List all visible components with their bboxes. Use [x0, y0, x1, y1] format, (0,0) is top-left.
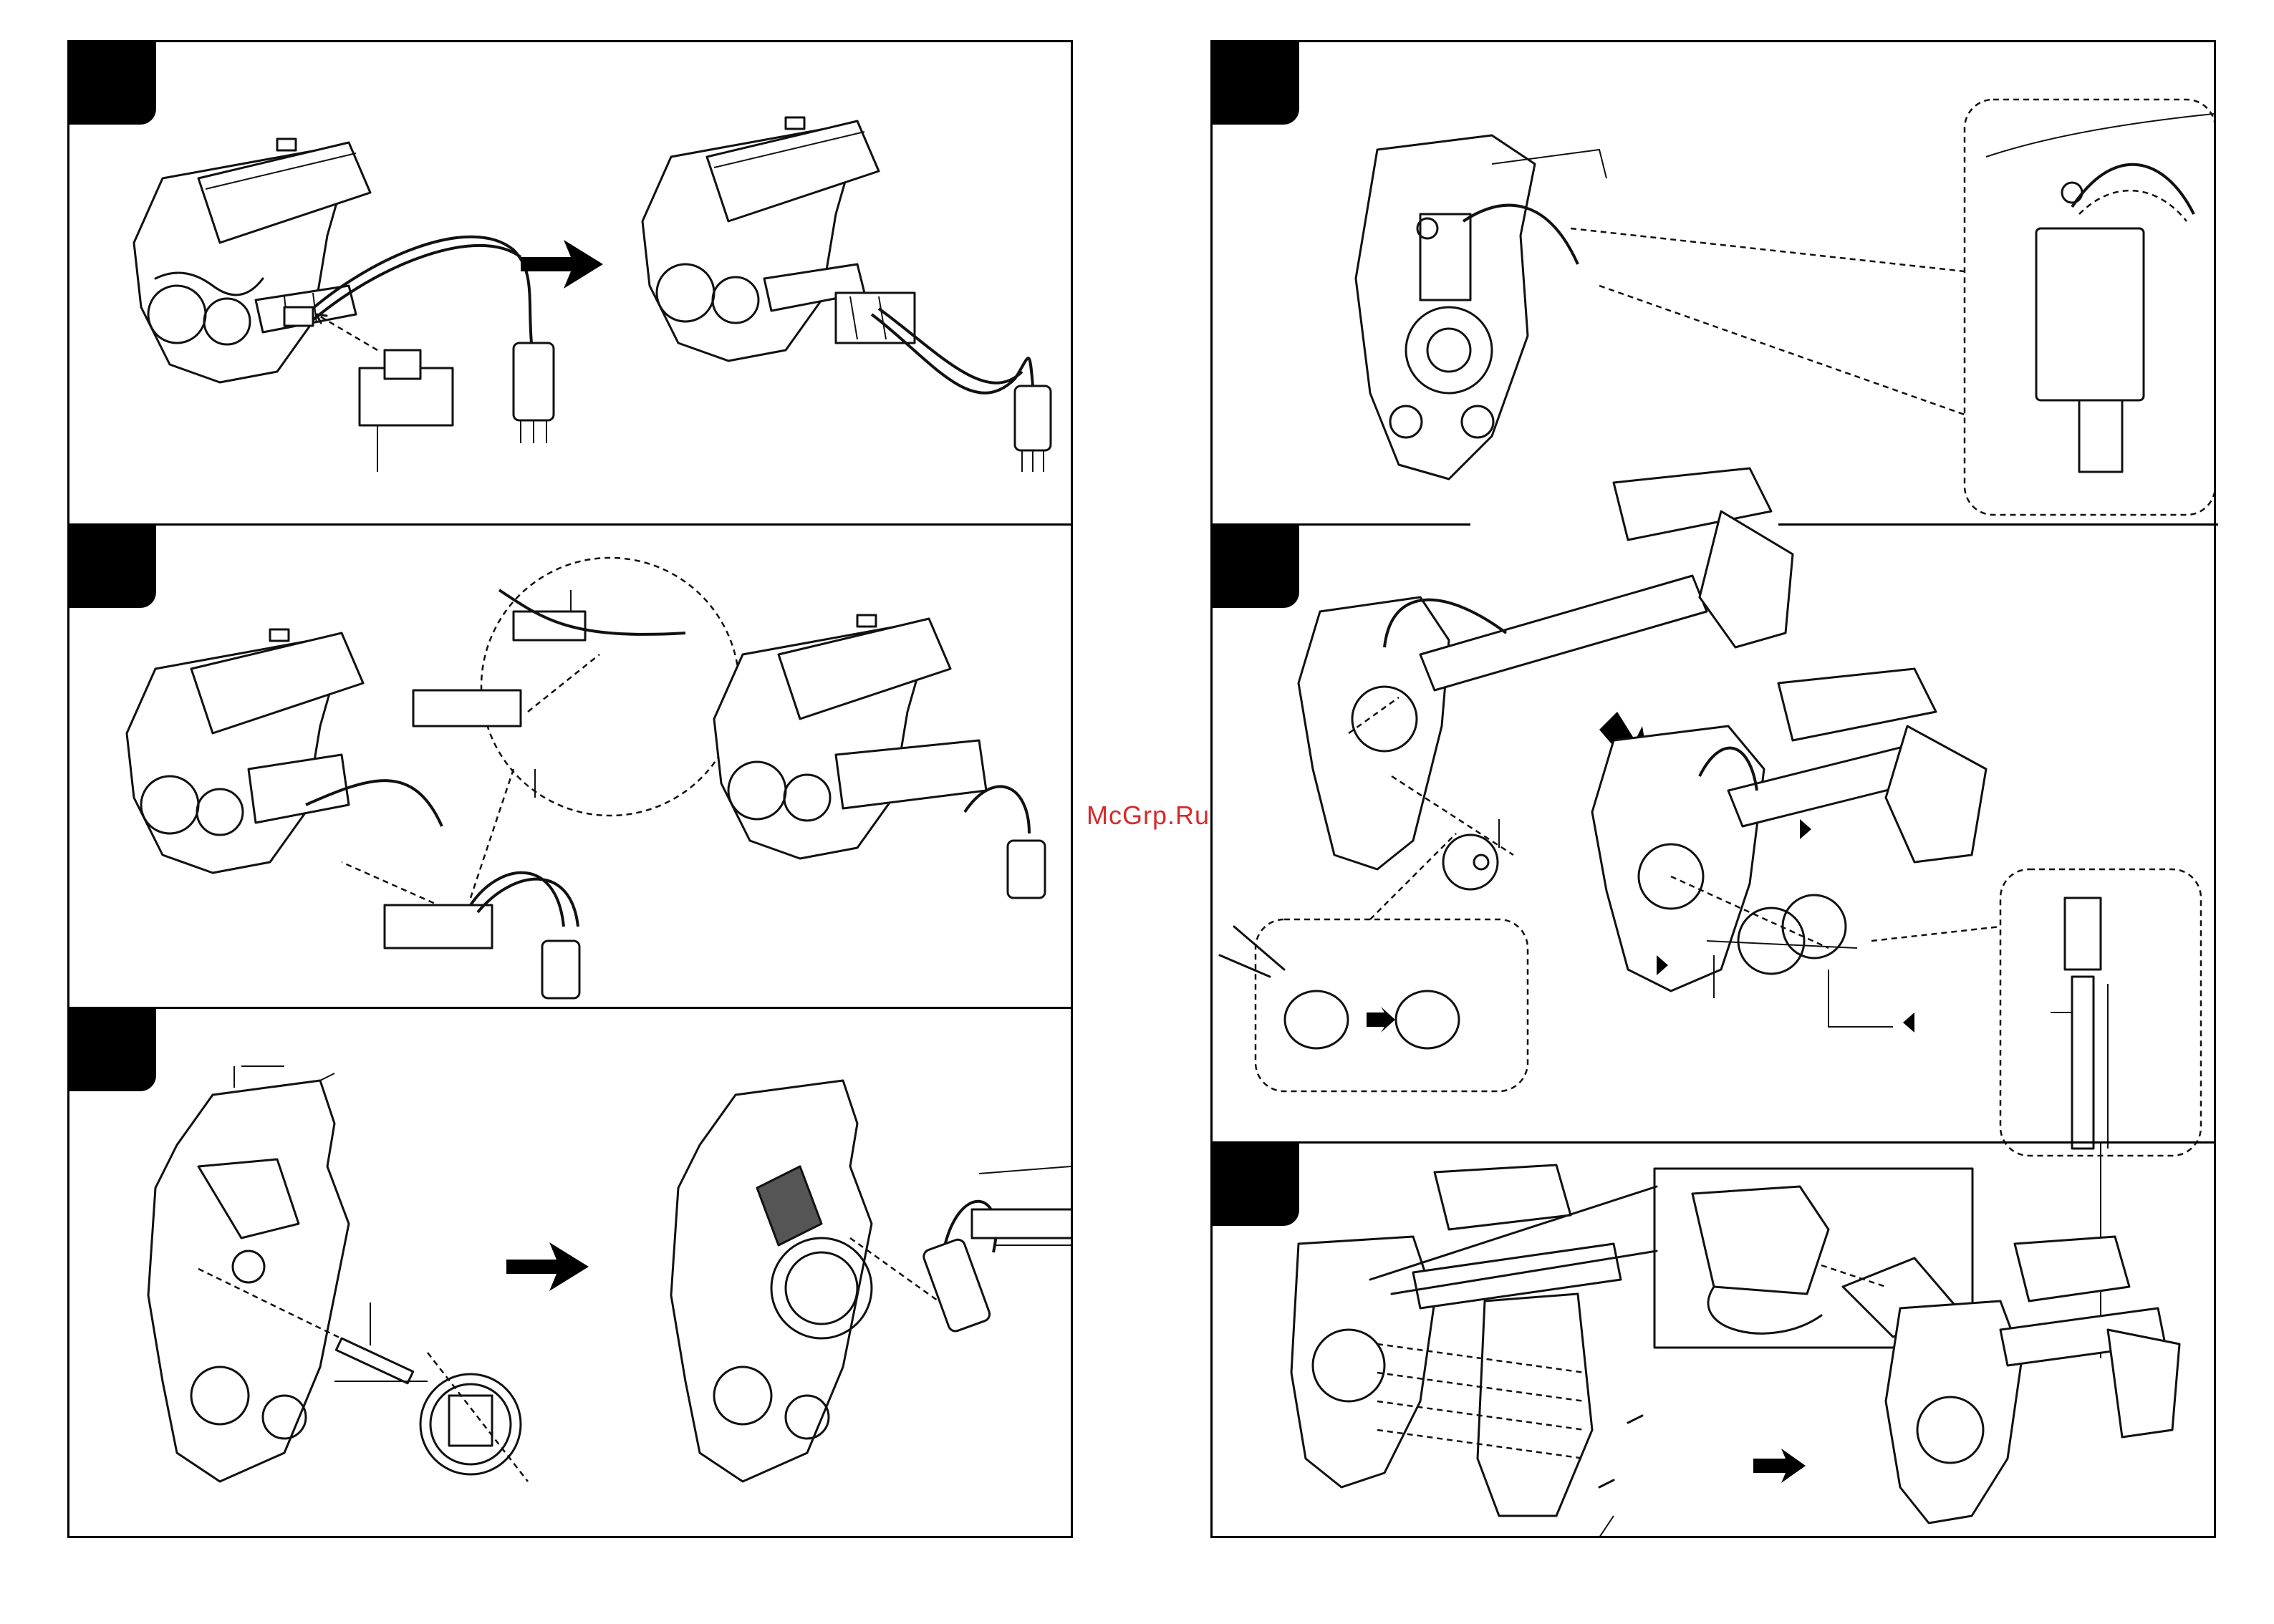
mechanism-assembly-c — [127, 629, 363, 873]
step-6-illustration — [1213, 1144, 2214, 1536]
mechanism-assembly-f — [1592, 669, 1986, 991]
arrow-right-icon — [521, 240, 603, 289]
right-column — [1210, 40, 2216, 1538]
gearbox-housing-b — [671, 1081, 872, 1482]
step-panel-4 — [1213, 42, 2214, 523]
mechanism-assembly-b — [642, 117, 915, 361]
detail-callout-circle — [481, 558, 739, 816]
mechanism-assembly-g — [1291, 1165, 1621, 1516]
step-3-illustration — [69, 1009, 1071, 1536]
step-panel-2 — [69, 526, 1071, 1007]
arrow-right-icon — [506, 1242, 589, 1291]
mechanism-assembly-d — [714, 615, 986, 859]
arrow-right-icon — [1753, 1449, 1806, 1483]
step-panel-5 — [1213, 526, 2214, 1141]
triangle-marker-icon — [1903, 1012, 1914, 1033]
watermark-text: McGrp.Ru — [1073, 801, 1223, 831]
step-2-illustration — [69, 526, 1071, 1007]
step-1-illustration — [69, 42, 1071, 523]
arrow-right-icon — [1367, 1007, 1395, 1033]
step-4-illustration — [1213, 42, 2214, 523]
mechanism-assembly-a — [134, 139, 370, 382]
left-column — [67, 40, 1073, 1538]
gearbox-housing-a — [148, 1066, 349, 1482]
step-5-illustration — [1213, 526, 2214, 1141]
step-panel-6 — [1213, 1144, 2214, 1536]
step-panel-3 — [69, 1009, 1071, 1536]
step-panel-1 — [69, 42, 1071, 523]
gearbox-housing-c — [1356, 135, 1606, 479]
triangle-marker-icon — [1800, 819, 1811, 839]
